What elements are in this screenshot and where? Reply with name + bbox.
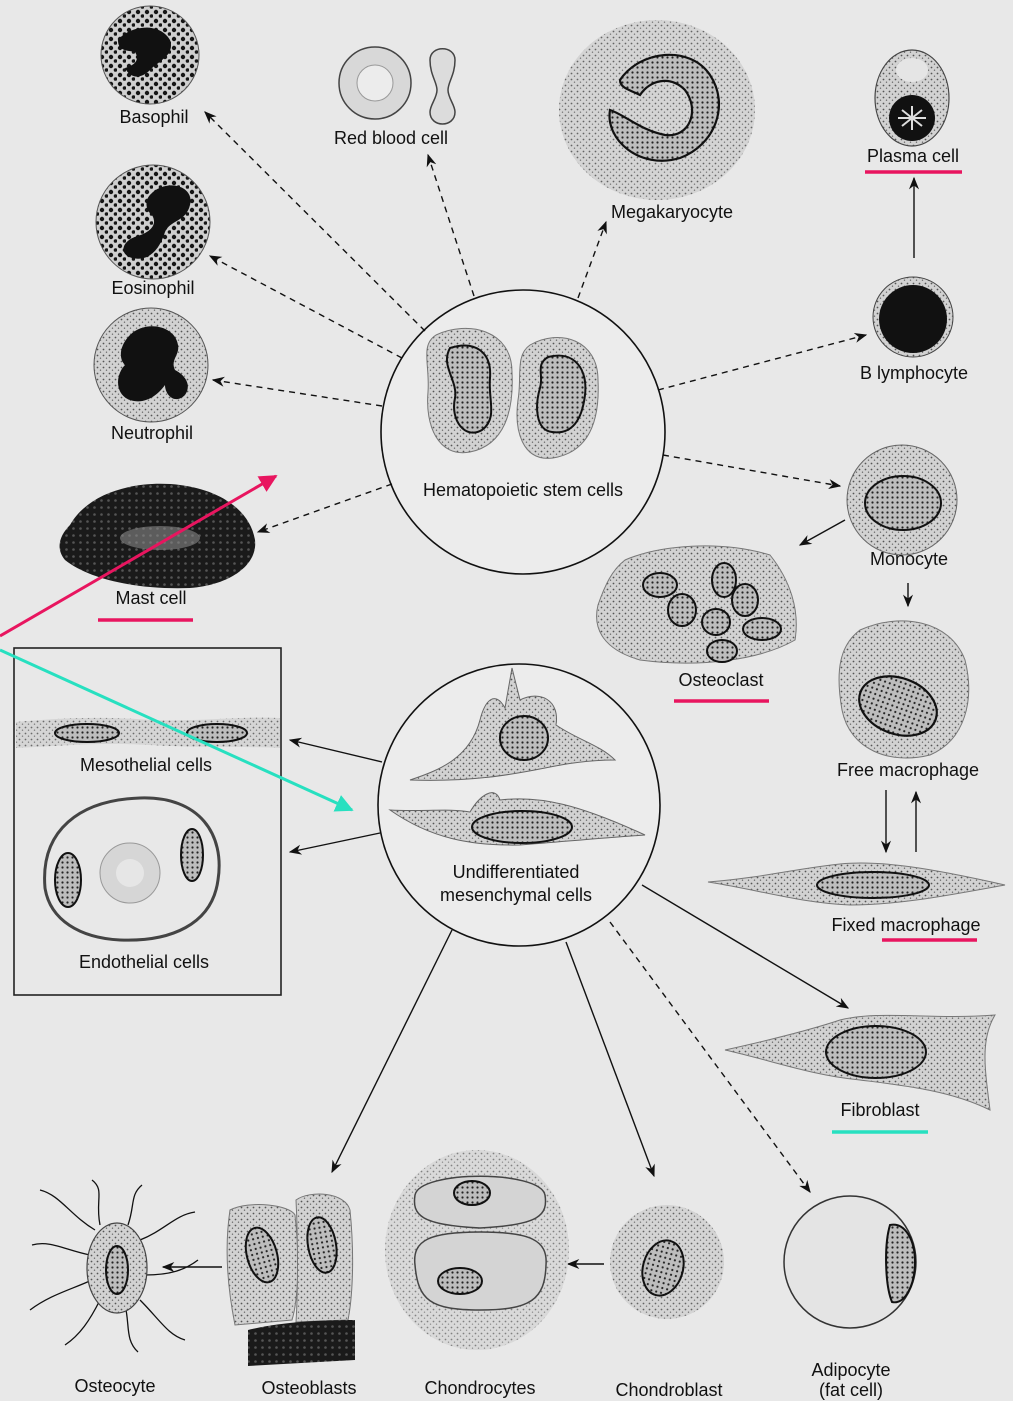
label-hematopoietic-stem-cells: Hematopoietic stem cells — [423, 480, 623, 500]
label-chondrocytes: Chondrocytes — [424, 1378, 535, 1398]
label-mesenchymal-line1: Undifferentiated — [453, 862, 580, 882]
free-macrophage-cell — [839, 621, 969, 758]
epithelial-box — [14, 648, 281, 995]
label-chondroblast: Chondroblast — [615, 1380, 722, 1400]
osteoclast-cell — [597, 546, 797, 663]
fixed-macrophage-cell — [708, 863, 1005, 905]
osteoblasts-cell — [227, 1194, 355, 1366]
basophil-cell — [101, 6, 199, 104]
label-osteoclast: Osteoclast — [678, 670, 763, 690]
label-mesothelial-cells: Mesothelial cells — [80, 755, 212, 775]
neutrophil-cell — [94, 308, 208, 422]
label-fixed-macrophage: Fixed macrophage — [831, 915, 980, 935]
label-mesenchymal-line2: mesenchymal cells — [440, 885, 592, 905]
hematopoietic-stem-cells-node — [381, 290, 665, 574]
label-eosinophil: Eosinophil — [111, 278, 194, 298]
monocyte-cell — [847, 445, 957, 555]
label-osteoblasts: Osteoblasts — [261, 1378, 356, 1398]
b-lymphocyte-cell — [873, 277, 953, 357]
eosinophil-cell — [96, 165, 210, 279]
osteocyte-cell — [30, 1180, 198, 1352]
red-blood-cell — [339, 47, 455, 124]
megakaryocyte-cell — [559, 20, 755, 200]
label-endothelial-cells: Endothelial cells — [79, 952, 209, 972]
label-osteocyte: Osteocyte — [74, 1376, 155, 1396]
mast-cell — [60, 484, 256, 588]
label-adipocyte-line1: Adipocyte — [811, 1360, 890, 1380]
plasma-cell — [875, 50, 949, 146]
label-fibroblast: Fibroblast — [840, 1100, 919, 1120]
label-red-blood-cell: Red blood cell — [334, 128, 448, 148]
chondroblast-cell — [610, 1205, 724, 1319]
label-basophil: Basophil — [119, 107, 188, 127]
adipocyte-cell — [784, 1196, 916, 1328]
chondrocytes-cell — [385, 1150, 569, 1350]
label-megakaryocyte: Megakaryocyte — [611, 202, 733, 222]
label-adipocyte-line2: (fat cell) — [819, 1380, 883, 1400]
label-neutrophil: Neutrophil — [111, 423, 193, 443]
label-b-lymphocyte: B lymphocyte — [860, 363, 968, 383]
label-mast-cell: Mast cell — [115, 588, 186, 608]
label-free-macrophage: Free macrophage — [837, 760, 979, 780]
fibroblast-cell — [725, 1015, 995, 1110]
label-plasma-cell: Plasma cell — [867, 146, 959, 166]
label-monocyte: Monocyte — [870, 549, 948, 569]
